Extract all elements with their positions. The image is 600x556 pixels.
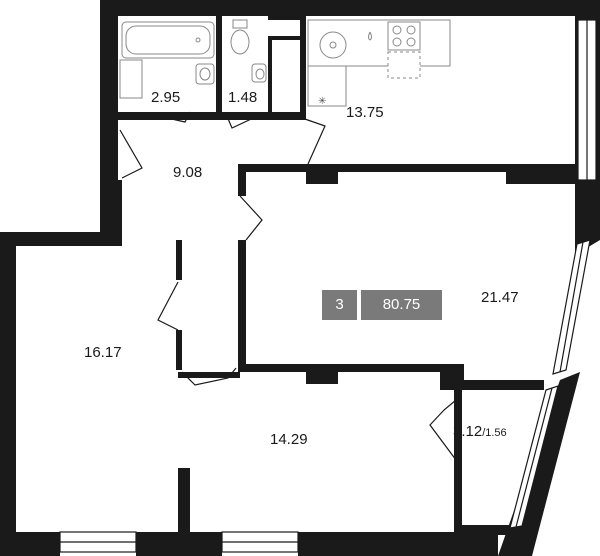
fixtures [119,19,451,107]
area-balcony: 3.12/1.56 [453,423,507,440]
oven-outline [387,51,421,79]
gas-icon [368,31,372,41]
area-toilet: 1.48 [228,89,258,106]
balcony-area: 3.12 [453,423,483,440]
area-bedroom-right: 14.29 [270,431,308,448]
kitchen-counter-corner [307,65,347,107]
total-area-badge: 80.75 [361,290,442,320]
vent-icon: ✳ [318,96,326,107]
balcony-area-reduced: /1.56 [482,427,507,439]
area-bathroom: 2.95 [151,89,181,106]
area-kitchen: 13.75 [346,104,384,121]
windows [59,19,597,553]
doors [119,111,457,461]
washing-machine-icon [119,59,143,99]
area-living-room: 21.47 [481,289,519,306]
area-bedroom-left: 16.17 [84,344,122,361]
toilet-icon [232,19,248,29]
area-hallway: 9.08 [173,164,203,181]
room-count-badge: 3 [322,290,357,320]
stove-icon [387,21,421,51]
